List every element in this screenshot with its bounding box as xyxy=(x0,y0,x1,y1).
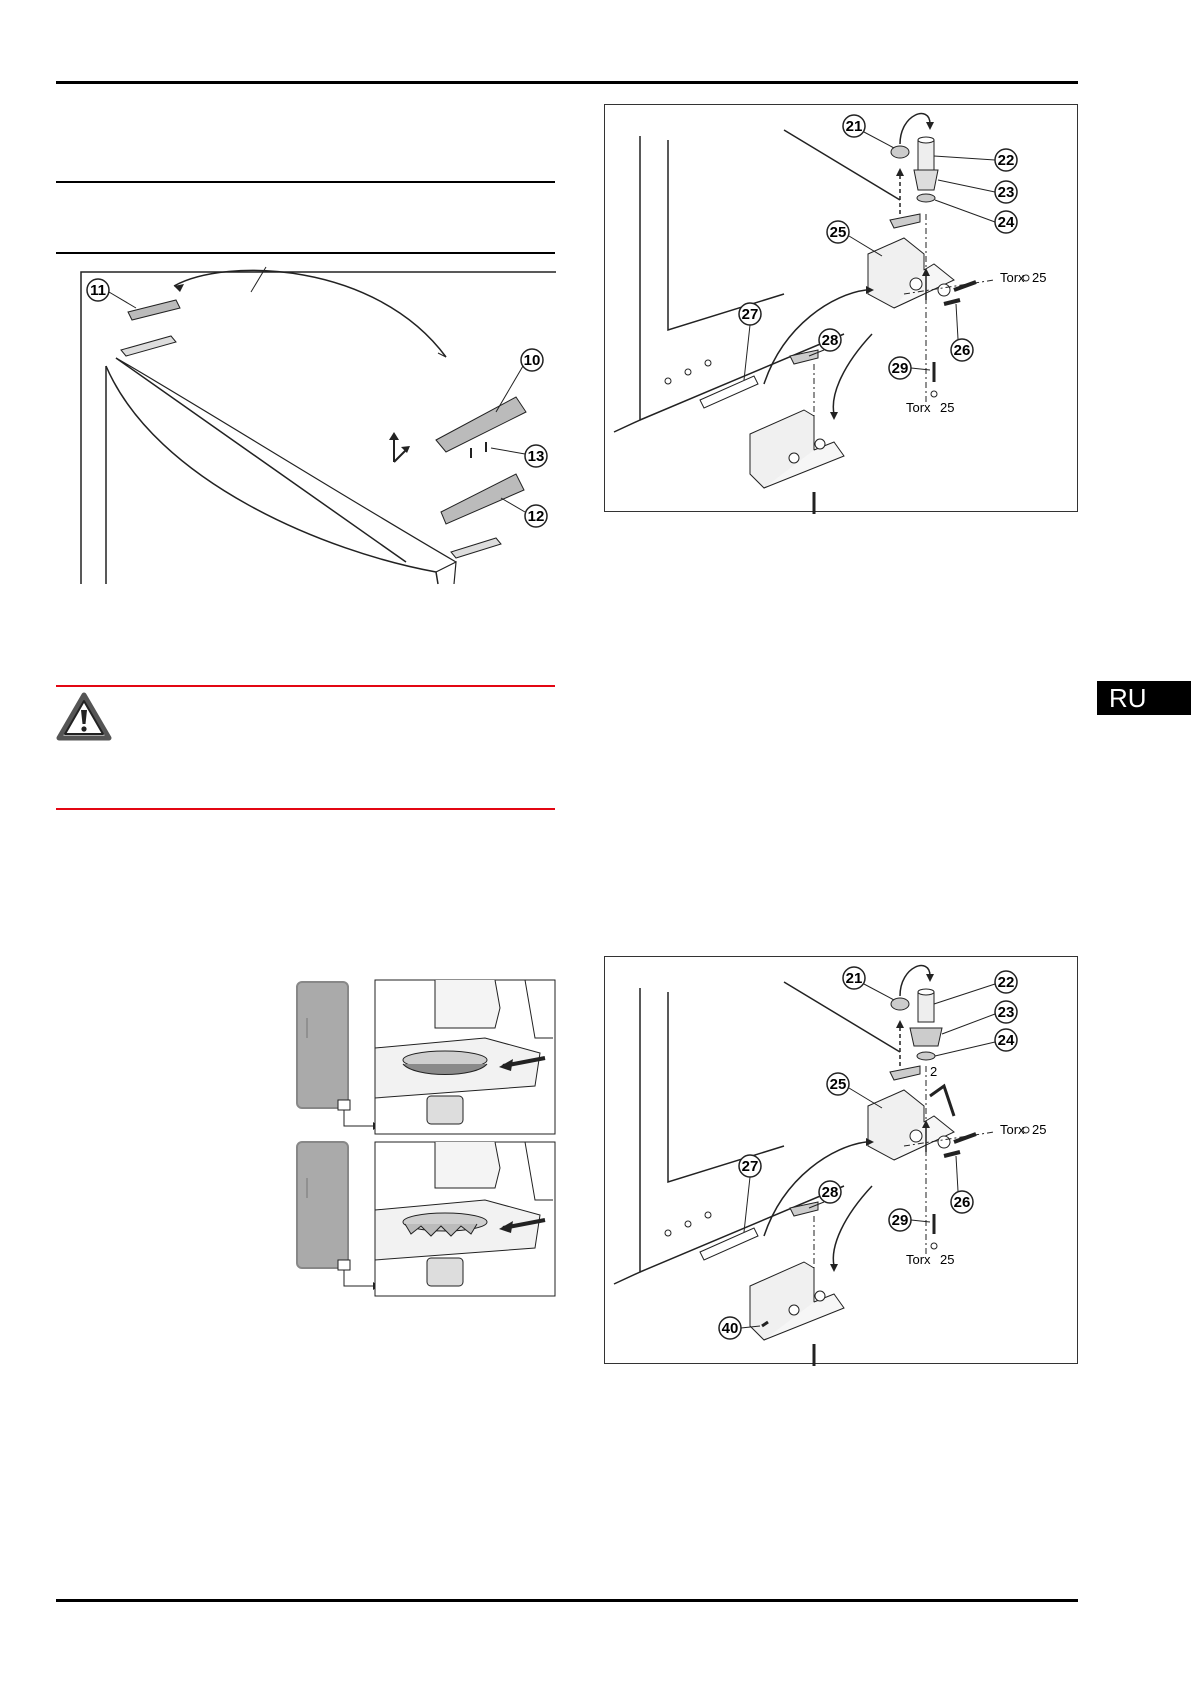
callout-28: 28 xyxy=(822,332,839,349)
callout-23: 23 xyxy=(998,184,1015,201)
footer-rule xyxy=(56,1599,1078,1602)
callout-13: 13 xyxy=(528,448,545,465)
language-tab: RU xyxy=(1097,681,1191,715)
callout-21-b: 21 xyxy=(846,970,863,987)
torx-label-lower: Torx xyxy=(906,400,931,415)
callout-10: 10 xyxy=(524,352,541,369)
callout-24: 24 xyxy=(998,214,1015,231)
figure-hinge-top-frame xyxy=(604,104,1078,512)
callout-22: 22 xyxy=(998,152,1015,169)
warning-icon xyxy=(56,692,112,741)
torx-label-upper-b: Torx xyxy=(1000,1122,1025,1137)
figure-top-cover: 11 10 13 12 xyxy=(80,266,556,585)
torx-size-lower-b: 25 xyxy=(940,1252,954,1267)
torx-label-upper: Torx xyxy=(1000,270,1025,285)
warning-bottom-rule xyxy=(56,808,555,810)
torx-size-lower: 25 xyxy=(940,400,954,415)
callout-27-b: 27 xyxy=(742,1158,759,1175)
callout-22-b: 22 xyxy=(998,974,1015,991)
torx-size-upper: 25 xyxy=(1032,270,1046,285)
callout-24-b: 24 xyxy=(998,1032,1015,1049)
callout-26: 26 xyxy=(954,342,971,359)
callout-12: 12 xyxy=(528,508,545,525)
figure-levelling-feet xyxy=(296,979,556,1297)
callout-28-b: 28 xyxy=(822,1184,839,1201)
section-rule-2 xyxy=(56,252,555,254)
figure-hinge-bottom-frame xyxy=(604,956,1078,1364)
warning-top-rule xyxy=(56,685,555,687)
figure-hinge-bottom: 2 Torx 25 Torx 25 21 22 23 24 25 26 27 xyxy=(613,965,1046,1366)
callout-25: 25 xyxy=(830,224,847,241)
hex-key-size: 2 xyxy=(930,1064,937,1079)
callout-26-b: 26 xyxy=(954,1194,971,1211)
figure-hinge-top: Torx 25 Torx 25 21 22 23 24 25 26 27 xyxy=(613,113,1046,514)
torx-label-lower-b: Torx xyxy=(906,1252,931,1267)
section-rule-1 xyxy=(56,181,555,183)
callout-23-b: 23 xyxy=(998,1004,1015,1021)
callout-25-b: 25 xyxy=(830,1076,847,1093)
callout-11: 11 xyxy=(90,282,106,299)
callout-21: 21 xyxy=(846,118,863,135)
callout-40: 40 xyxy=(722,1320,739,1337)
callout-29: 29 xyxy=(892,360,909,377)
callout-29-b: 29 xyxy=(892,1212,909,1229)
torx-size-upper-b: 25 xyxy=(1032,1122,1046,1137)
callout-27: 27 xyxy=(742,306,759,323)
header-rule xyxy=(56,81,1078,84)
